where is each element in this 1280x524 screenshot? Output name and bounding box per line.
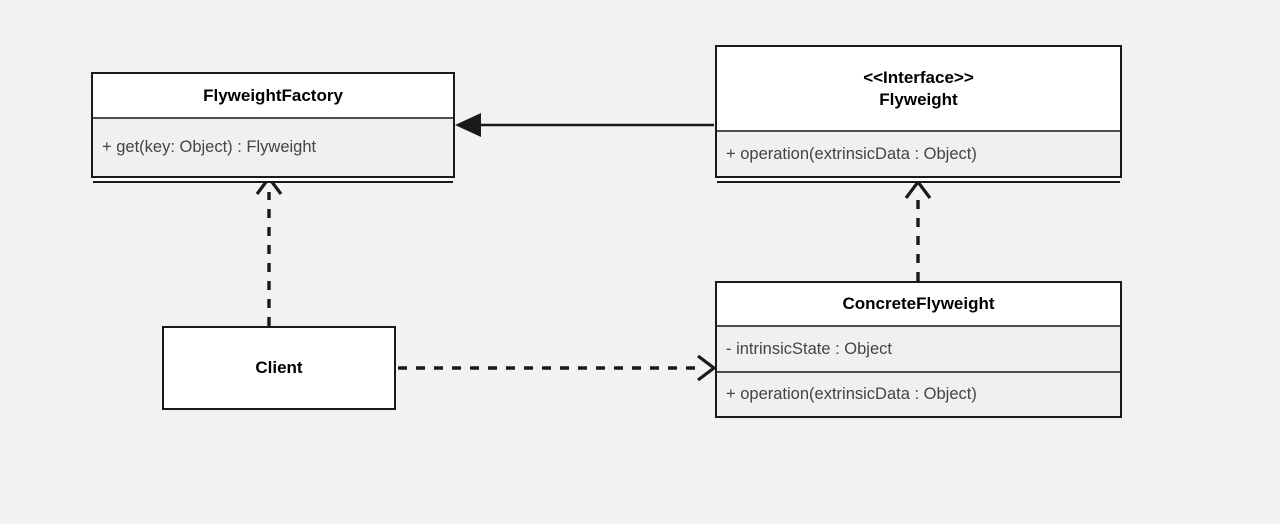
edge-flyweight-to-flyweightfactory	[455, 113, 714, 137]
class-name-label: Flyweight	[879, 89, 958, 109]
class-name-client: Client	[164, 328, 394, 408]
class-box-client[interactable]: Client	[162, 326, 396, 410]
edge-client-to-flyweightfactory	[255, 175, 283, 326]
operations-compartment-flyweightfactory: + get(key: Object) : Flyweight	[93, 117, 453, 176]
open-vee-arrowhead-icon	[697, 354, 717, 382]
attribute-item: - intrinsicState : Object	[726, 339, 892, 358]
edge-concreteflyweight-to-flyweight	[904, 179, 932, 281]
operation-item: + operation(extrinsicData : Object)	[726, 144, 977, 163]
class-box-flyweight[interactable]: <<Interface>> Flyweight + operation(extr…	[715, 45, 1122, 178]
open-vee-arrowhead-icon	[904, 179, 932, 199]
class-box-flyweightfactory[interactable]: FlyweightFactory + get(key: Object) : Fl…	[91, 72, 455, 178]
operation-item: + get(key: Object) : Flyweight	[102, 138, 317, 156]
class-stereotype-label: <<Interface>>	[863, 68, 974, 88]
class-name-flyweight: <<Interface>> Flyweight	[717, 47, 1120, 130]
class-name-concreteflyweight: ConcreteFlyweight	[717, 283, 1120, 325]
attributes-compartment-concreteflyweight: - intrinsicState : Object	[717, 325, 1120, 371]
filled-triangle-arrowhead-icon	[455, 113, 481, 137]
class-name-label: FlyweightFactory	[203, 85, 343, 105]
operations-compartment-concreteflyweight: + operation(extrinsicData : Object)	[717, 371, 1120, 416]
class-name-label: ConcreteFlyweight	[842, 294, 995, 314]
operation-item: + operation(extrinsicData : Object)	[726, 385, 977, 403]
class-name-label: Client	[255, 358, 303, 377]
class-name-flyweightfactory: FlyweightFactory	[93, 74, 453, 117]
operations-compartment-flyweight: + operation(extrinsicData : Object)	[717, 130, 1120, 176]
edge-client-to-concreteflyweight	[398, 354, 717, 382]
class-box-concreteflyweight[interactable]: ConcreteFlyweight - intrinsicState : Obj…	[715, 281, 1122, 418]
open-vee-arrowhead-icon	[255, 175, 283, 195]
